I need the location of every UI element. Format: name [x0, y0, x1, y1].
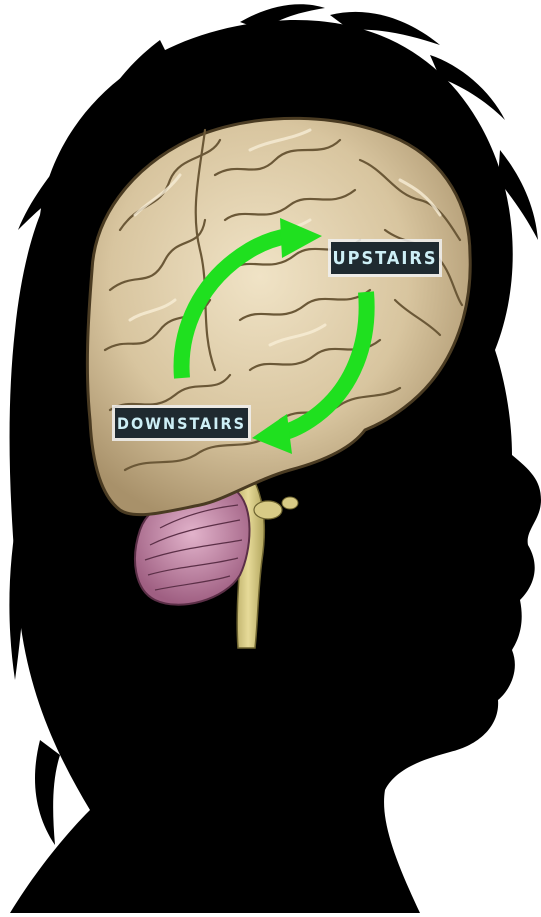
downstairs-label: DOWNSTAIRS [115, 408, 248, 438]
upstairs-label: UPSTAIRS [331, 242, 439, 274]
